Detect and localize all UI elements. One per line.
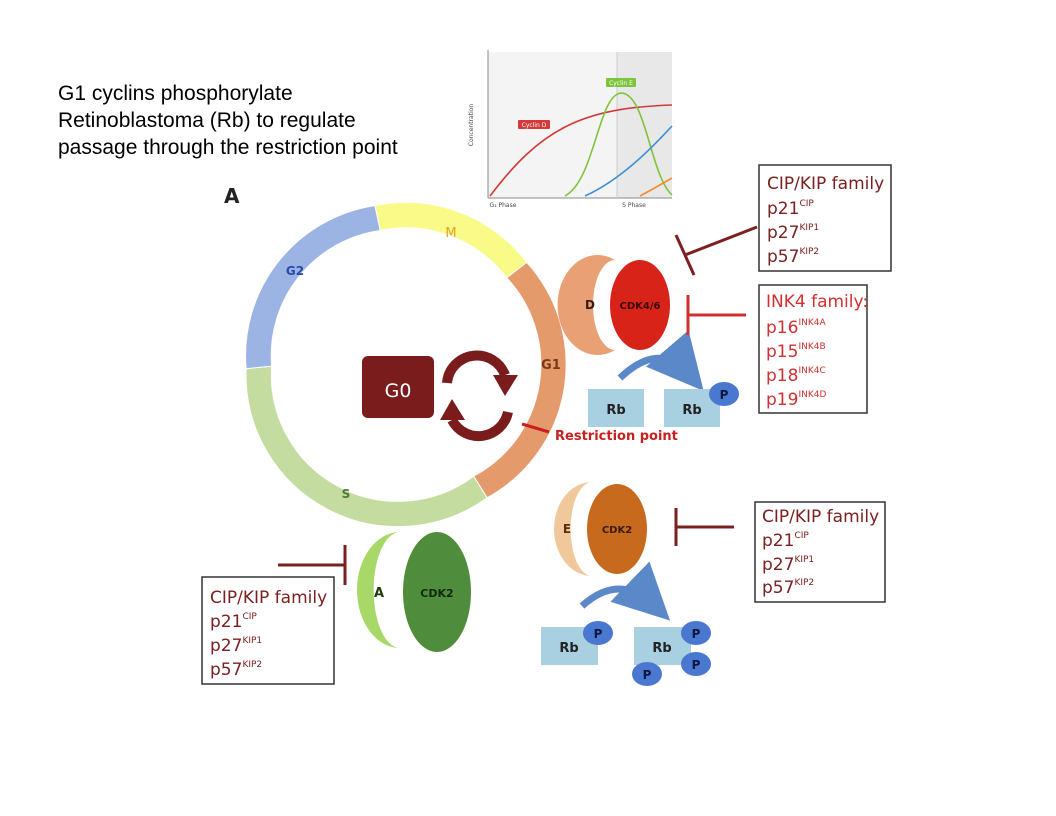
cdk2-e-label: CDK2 <box>602 525 632 536</box>
cip-kip-top-item: p21CIP <box>767 199 814 219</box>
rb-phospho-label: Rb <box>682 403 701 418</box>
rb-hyperphospho-label: Rb <box>652 641 671 656</box>
phase-m-label: M <box>445 226 456 241</box>
phosphate <box>681 652 711 676</box>
cyclin-a-label: A <box>374 586 384 601</box>
phase-g1 <box>472 261 567 499</box>
phosphate <box>632 662 662 686</box>
cell-cycle-ring: M G1 S G2 <box>245 201 567 528</box>
cyclin-a-cdk2-complex: A CDK2 <box>357 532 471 652</box>
phase-g2-label: G2 <box>286 264 304 278</box>
phosphate-label: P <box>692 627 701 641</box>
cip-kip-bottom-item: p21CIP <box>210 612 257 632</box>
cip-kip-mid-title: CIP/KIP family <box>762 507 879 527</box>
inhibition-bar-ink4 <box>686 295 746 335</box>
rb-phospho-label: Rb <box>559 641 578 656</box>
phosphate-label: P <box>594 627 603 641</box>
inhibition-bar-cip-kip-mid <box>674 508 734 546</box>
phosphorylation-arrow-d <box>617 330 704 391</box>
cyclin-d-label: D <box>585 298 595 312</box>
cyclin-d-shape <box>557 255 615 355</box>
phosphate-label: P <box>720 388 729 402</box>
ink4-item: p19INK4D <box>766 390 826 410</box>
cip-kip-bottom-item: p27KIP1 <box>210 636 262 656</box>
panel-label: A <box>224 184 240 208</box>
phosphate <box>709 382 739 406</box>
phosphate <box>583 621 613 645</box>
inset-chart: Cyclin D Cyclin E Concentration G₁ Phase… <box>468 50 673 209</box>
cyclin-e-tag <box>606 78 636 87</box>
g0-label: G0 <box>385 380 412 402</box>
ink4-item: p16INK4A <box>766 318 826 338</box>
caption-line-2: Retinoblastoma (Rb) to regulate <box>58 109 356 132</box>
y-axis-label: Concentration <box>468 104 475 147</box>
phosphorylation-arrow-e <box>579 561 671 621</box>
cyclin-d-curve <box>489 104 673 197</box>
caption-line-3: passage through the restriction point <box>58 136 398 159</box>
ink4-box: INK4 family: p16INK4A p15INK4B p18INK4C … <box>758 284 868 414</box>
cdk2-e-shape <box>587 484 647 574</box>
cyclin-e-curve <box>564 92 673 197</box>
ink4-item: p18INK4C <box>766 366 826 386</box>
phosphate <box>681 621 711 645</box>
restriction-point-marker <box>521 422 550 434</box>
phase-g2 <box>245 205 381 370</box>
cip-kip-bottom-title: CIP/KIP family <box>210 588 327 608</box>
caption-line-1: G1 cyclins phosphorylate <box>58 82 293 105</box>
cdk2-a-label: CDK2 <box>420 587 453 600</box>
cyclin-e-cdk2-complex: E CDK2 <box>554 482 647 576</box>
cip-kip-mid-item: p57KIP2 <box>762 578 814 598</box>
ink4-title: INK4 family: <box>766 292 868 312</box>
cyclin-d-cdk46-complex: D CDK4/6 <box>557 255 670 355</box>
cdk46-shape <box>610 260 670 350</box>
cip-kip-box-bottom: CIP/KIP family p21CIP p27KIP1 p57KIP2 <box>201 576 335 685</box>
cyclin-e-shape <box>554 482 592 576</box>
cip-kip-mid-item: p27KIP1 <box>762 555 814 575</box>
cip-kip-top-item: p57KIP2 <box>767 247 819 267</box>
orange-curve <box>639 177 673 197</box>
g0-cycle-arrows-icon <box>440 350 518 442</box>
cyclin-a-shape <box>357 532 400 648</box>
cip-kip-top-title: CIP/KIP family <box>767 174 884 194</box>
g0-box <box>362 356 434 418</box>
phase-g1-label: G1 <box>541 358 561 373</box>
restriction-point-label: Restriction point <box>555 429 678 444</box>
cip-kip-mid-item: p21CIP <box>762 531 809 551</box>
cyclin-d-label: Cyclin D <box>522 122 547 129</box>
phosphate-label: P <box>643 668 652 682</box>
cip-kip-bottom-item: p57KIP2 <box>210 660 262 680</box>
rb-label: Rb <box>606 403 625 418</box>
phosphate-label: P <box>692 658 701 672</box>
cdk2-a-shape <box>403 532 471 652</box>
caption: G1 cyclins phosphorylate Retinoblastoma … <box>58 80 398 161</box>
rb-box <box>588 389 644 427</box>
inhibition-bar-cip-kip-top <box>674 225 758 276</box>
cyclin-e-label: E <box>563 522 571 536</box>
cdk46-label: CDK4/6 <box>620 301 661 312</box>
x-tick-g1: G₁ Phase <box>490 202 517 209</box>
cyclin-e-label: Cyclin E <box>609 80 633 87</box>
cyclin-d-tag <box>518 120 550 129</box>
cip-kip-top-item: p27KIP1 <box>767 223 819 243</box>
cip-kip-box-top: CIP/KIP family p21CIP p27KIP1 p57KIP2 <box>758 164 892 272</box>
phase-s-label: S <box>342 487 351 501</box>
cip-kip-box-mid: CIP/KIP family p21CIP p27KIP1 p57KIP2 <box>754 501 886 603</box>
blue-curve <box>584 125 673 197</box>
inhibition-bar-cip-kip-bottom <box>278 545 347 585</box>
x-tick-s: S Phase <box>622 202 646 209</box>
ink4-item: p15INK4B <box>766 342 826 362</box>
